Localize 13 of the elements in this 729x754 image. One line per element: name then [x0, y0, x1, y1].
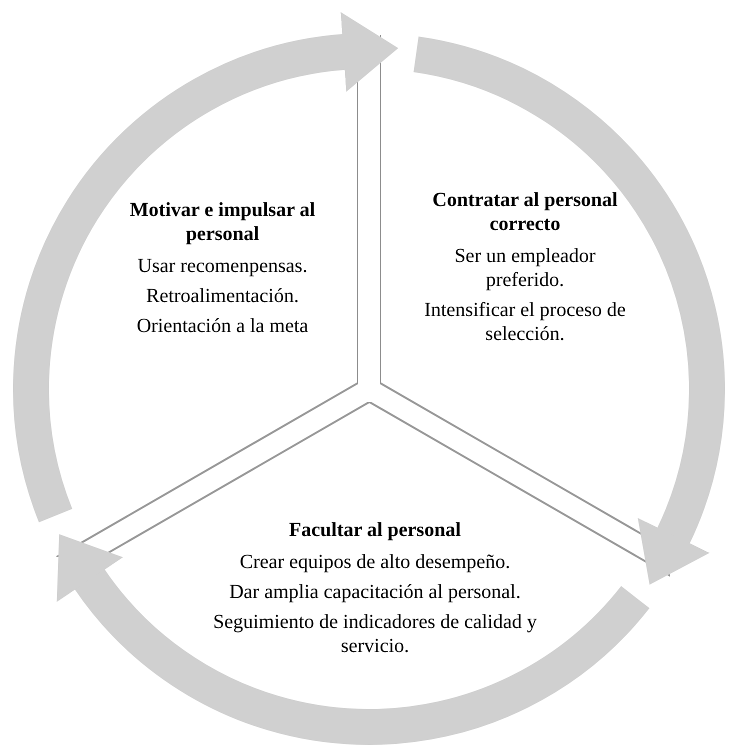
segment-item: Crear equipos de alto desempeño. [240, 550, 510, 574]
segment-item: Usar recomenpensas. [138, 254, 308, 278]
segment-heading: Contratar al personal correcto [431, 188, 619, 236]
segment-item: Retroalimentación. [146, 284, 299, 308]
segment-heading: Motivar e impulsar al personal [128, 198, 316, 246]
cycle-arrow [56, 536, 649, 745]
cycle-arrow [13, 12, 398, 522]
segment-item: Dar amplia capacitación al personal. [229, 580, 521, 604]
segment-item: Seguimiento de indicadores de calidad y servicio. [212, 610, 538, 658]
segment-item: Intensificar el proceso de selección. [423, 298, 627, 346]
segment-heading: Facultar al personal [289, 518, 461, 542]
segment-item: Orientación a la meta [136, 314, 308, 338]
segment-item: Ser un empleador preferido. [453, 244, 597, 292]
